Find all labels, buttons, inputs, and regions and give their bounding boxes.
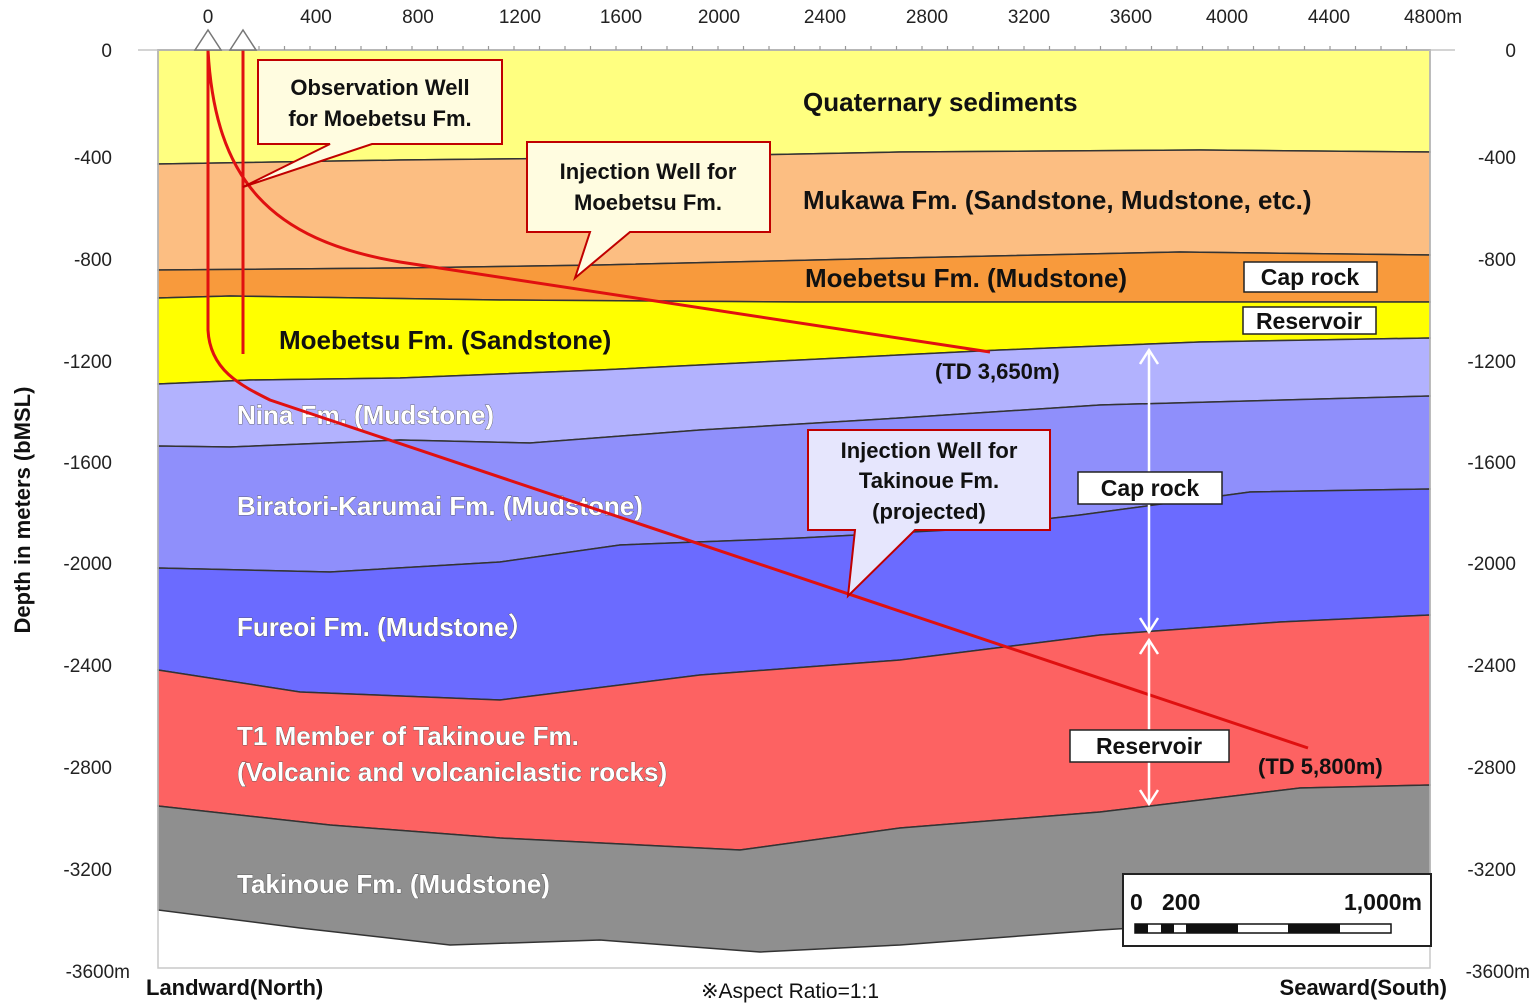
label-quaternary: Quaternary sediments [803,87,1078,117]
box-cap-rock-lower: Cap rock [1077,471,1223,505]
label-fureoi: Fureoi Fm. (Mudstone） [237,612,535,642]
callout-injection-well-moebetsu: Injection Well for Moebetsu Fm. [526,141,771,282]
y-tick: -2000 [63,554,112,575]
label-biratori: Biratori-Karumai Fm. (Mudstone) [237,491,643,521]
box-reservoir-upper: Reservoir [1242,306,1377,335]
callout-observation-well: Observation Well for Moebetsu Fm. [242,59,503,188]
x-tick: 1200 [499,7,541,28]
footer-landward: Landward(North) [146,975,323,1000]
x-tick: 3200 [1008,7,1050,28]
y-tick: -3200 [63,860,112,881]
y-tick-right: -800 [1478,250,1516,271]
y-tick-right: -2400 [1467,656,1516,677]
td-label-moebetsu: (TD 3,650m) [935,359,1060,384]
box-reservoir-lower: Reservoir [1069,729,1230,763]
label-t1-member: T1 Member of Takinoue Fm. [237,721,579,751]
wellhead-marker [228,28,258,51]
x-axis-ticks: 0 400 800 1200 1600 2000 2400 2800 3200 … [203,7,1462,28]
callout-obs-line1: Observation Well [290,75,469,100]
y-tick: -2800 [63,758,112,779]
wells [206,49,1309,750]
callout-inj-moe-line2: Moebetsu Fm. [574,190,722,215]
x-tick: 800 [402,7,434,28]
wellhead-markers [193,28,258,51]
x-tick: 4000 [1206,7,1248,28]
box-reservoir-lower-label: Reservoir [1096,733,1202,759]
label-mukawa: Mukawa Fm. (Sandstone, Mudstone, etc.) [803,185,1312,215]
y-tick-right: 0 [1505,41,1516,62]
scale-end: 1,000m [1344,889,1422,915]
y-tick-right: -3200 [1467,860,1516,881]
y-tick: -400 [74,148,112,169]
y-tick: -800 [74,250,112,271]
formation-layers [157,49,1431,953]
wellhead-marker [193,28,223,51]
injection-well-takinoue [206,50,1309,750]
box-cap-rock-upper-label: Cap rock [1261,264,1360,290]
callout-inj-tak-line1: Injection Well for [841,438,1018,463]
y-tick: -1200 [63,352,112,373]
label-t1-member-sub: (Volcanic and volcaniclastic rocks) [237,757,667,787]
scale-bar: 0 200 1,000m [1122,873,1432,947]
scale-mid: 200 [1162,889,1200,915]
y-axis-ticks-left: 0 -400 -800 -1200 -1600 -2000 -2400 -280… [63,41,130,983]
y-axis-ticks-right: 0 -400 -800 -1200 -1600 -2000 -2400 -280… [1466,41,1530,983]
y-tick-right: -1200 [1467,352,1516,373]
x-tick: 3600 [1110,7,1152,28]
injection-well-moebetsu [206,49,991,354]
y-tick-right: -2800 [1467,758,1516,779]
footer-seaward: Seaward(South) [1280,975,1447,1000]
y-tick: -2400 [63,656,112,677]
y-axis-label: Depth in meters (bMSL) [10,387,35,634]
x-tick: 0 [203,7,214,28]
label-moebetsu-mudstone: Moebetsu Fm. (Mudstone) [805,263,1127,293]
y-tick: -3600m [66,962,130,983]
x-tick: 1600 [600,7,642,28]
y-tick-right: -400 [1478,148,1516,169]
callout-obs-line2: for Moebetsu Fm. [288,106,471,131]
y-tick: -1600 [63,453,112,474]
x-tick: 4800m [1404,7,1462,28]
label-nina: Nina Fm. (Mudstone) [237,400,494,430]
label-takinoue: Takinoue Fm. (Mudstone) [237,869,550,899]
box-cap-rock-upper: Cap rock [1243,261,1378,293]
callout-inj-moe-line1: Injection Well for [560,159,737,184]
y-tick-right: -2000 [1467,554,1516,575]
formation-labels: Quaternary sediments Mukawa Fm. (Sandsto… [237,87,1312,899]
callout-inj-tak-line2: Takinoue Fm. [859,468,999,493]
y-tick-right: -1600 [1467,453,1516,474]
x-tick: 2000 [698,7,740,28]
aspect-ratio-note: ※Aspect Ratio=1:1 [701,980,879,1003]
label-moebetsu-sandstone: Moebetsu Fm. (Sandstone) [279,325,611,355]
y-tick: 0 [101,41,112,62]
x-tick: 2400 [804,7,846,28]
callout-injection-well-takinoue: Injection Well for Takinoue Fm. (project… [807,429,1051,599]
x-tick: 400 [300,7,332,28]
callout-inj-tak-line3: (projected) [872,499,986,524]
x-tick: 2800 [906,7,948,28]
box-reservoir-upper-label: Reservoir [1256,308,1362,334]
scale-zero: 0 [1130,889,1143,915]
y-tick-right: -3600m [1466,962,1530,983]
x-tick: 4400 [1308,7,1350,28]
box-cap-rock-lower-label: Cap rock [1101,475,1200,501]
td-label-takinoue: (TD 5,800m) [1258,754,1383,779]
